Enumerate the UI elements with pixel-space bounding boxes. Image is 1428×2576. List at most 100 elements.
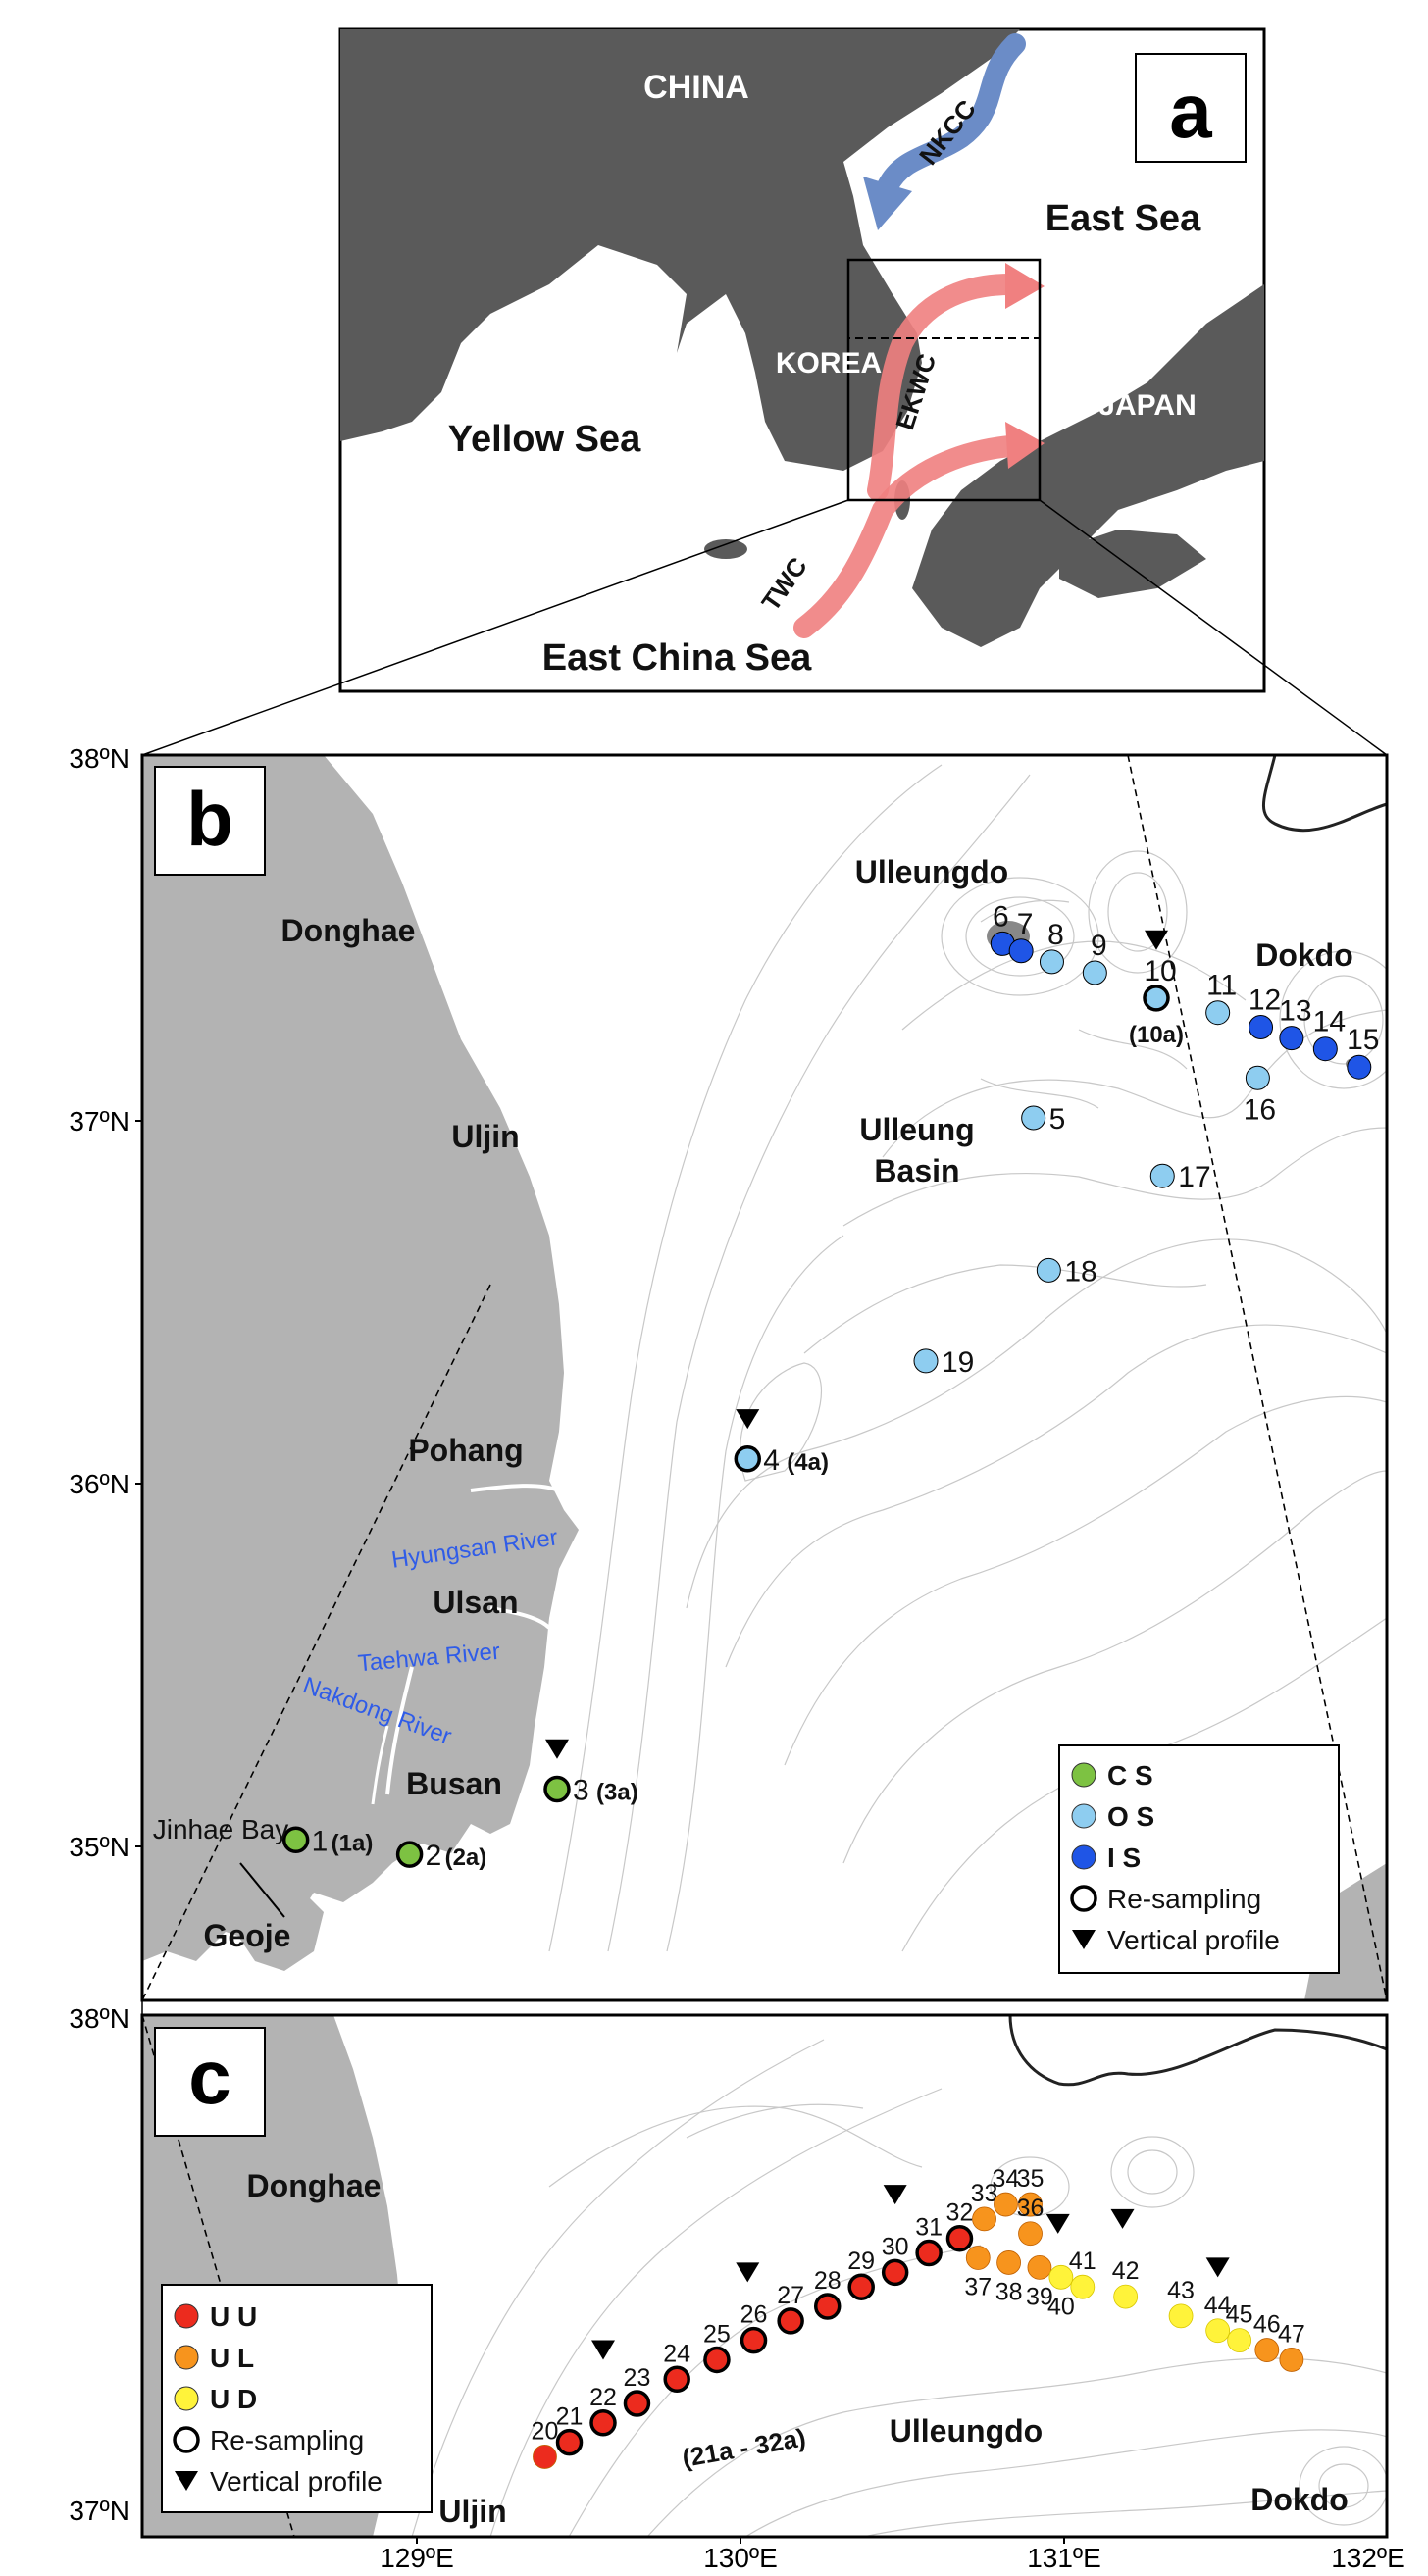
- panel-c-lon-132: 132ºE: [1331, 2543, 1405, 2573]
- station-label-43: 43: [1167, 2277, 1195, 2304]
- station-label-4: 4: [763, 1444, 780, 1477]
- resample-label-10: (10a): [1129, 1022, 1184, 1048]
- station-label-37: 37: [964, 2274, 992, 2301]
- panel-c-lon-130: 130ºE: [703, 2543, 778, 2573]
- station-marker-22: [589, 2409, 617, 2437]
- place-geoje: Geoje: [204, 1918, 291, 1953]
- panel-c-lat-37: 37ºN: [69, 2496, 129, 2526]
- legend-label-CS: C S: [1107, 1760, 1153, 1791]
- station-label-33: 33: [971, 2180, 998, 2207]
- station-label-23: 23: [624, 2364, 651, 2392]
- station-label-28: 28: [814, 2267, 842, 2295]
- station-label-11: 11: [1206, 970, 1237, 1002]
- station-label-27: 27: [777, 2282, 804, 2309]
- panel-a-land: [340, 29, 1264, 647]
- station-label-3: 3: [573, 1775, 589, 1807]
- vertical-profile-marker: [1110, 2208, 1135, 2229]
- panel-b-land-korea: [142, 755, 579, 1961]
- legend-symbol-UD: [174, 2386, 199, 2411]
- resample-label-1: (1a): [332, 1830, 374, 1856]
- place-uljin-c: Uljin: [438, 2494, 506, 2529]
- place-ulsan: Ulsan: [433, 1585, 518, 1620]
- legend-symbol-UL: [174, 2345, 199, 2370]
- legend-symbol-UU: [174, 2303, 199, 2329]
- station-label-46: 46: [1253, 2311, 1281, 2339]
- vertical-profile-marker: [1046, 2213, 1070, 2234]
- station-marker-33: [972, 2206, 996, 2232]
- panel-c-deep-contour: [1008, 2015, 1387, 2087]
- river-nakdong: [385, 1666, 414, 1795]
- panel-b-lat-37: 37ºN: [69, 1106, 129, 1136]
- station-label-20: 20: [532, 2417, 559, 2445]
- station-label-42: 42: [1112, 2257, 1140, 2285]
- legend-label-OS: O S: [1107, 1801, 1154, 1832]
- vertical-profile-marker: [1205, 2257, 1230, 2278]
- station-label-34: 34: [993, 2165, 1020, 2193]
- station-marker-19: [913, 1348, 939, 1374]
- station-marker-21: [555, 2428, 584, 2456]
- station-label-19: 19: [942, 1346, 974, 1379]
- station-marker-4: [734, 1445, 762, 1473]
- station-label-22: 22: [589, 2384, 617, 2411]
- station-marker-9: [1082, 960, 1107, 985]
- panel-c-tag: c: [188, 2034, 230, 2120]
- panel-b-tag: b: [186, 776, 233, 862]
- station-marker-1: [281, 1826, 310, 1854]
- study-area-box-dashed: [847, 259, 1041, 339]
- vertical-profile-marker: [591, 2340, 615, 2360]
- station-label-41: 41: [1069, 2248, 1096, 2275]
- label-yellow-sea: Yellow Sea: [448, 419, 641, 460]
- place-donghae-c: Donghae: [247, 2168, 382, 2203]
- panel-c-profiles: [591, 2185, 1230, 2360]
- panel-b-lat-36: 36ºN: [69, 1469, 129, 1499]
- resample-label-2: (2a): [445, 1844, 487, 1871]
- station-marker-40: [1048, 2264, 1074, 2290]
- place-basin-1: Ulleung: [859, 1112, 974, 1147]
- station-label-7: 7: [1017, 908, 1034, 940]
- station-marker-32: [945, 2224, 974, 2252]
- station-marker-28: [813, 2293, 842, 2320]
- station-marker-29: [847, 2273, 875, 2300]
- station-marker-30: [881, 2258, 909, 2287]
- panel-b-deep-contour: [1261, 755, 1387, 833]
- legend-symbol-OS: [1071, 1803, 1096, 1829]
- station-marker-15: [1347, 1054, 1372, 1080]
- station-label-25: 25: [703, 2320, 731, 2348]
- station-label-39: 39: [1026, 2283, 1053, 2310]
- station-marker-39: [1027, 2254, 1052, 2280]
- station-marker-14: [1312, 1036, 1338, 1062]
- station-label-15: 15: [1347, 1024, 1379, 1056]
- river-nakdong-2: [371, 1725, 389, 1805]
- vertical-profile-marker: [1145, 930, 1168, 950]
- station-label-16: 16: [1244, 1093, 1276, 1126]
- land-china-korea: [340, 29, 1020, 471]
- station-label-47: 47: [1278, 2320, 1305, 2348]
- place-ulleungdo-c: Ulleungdo: [890, 2413, 1043, 2449]
- station-label-8: 8: [1047, 919, 1064, 951]
- place-basin-2: Basin: [874, 1153, 959, 1188]
- station-label-26: 26: [740, 2301, 768, 2329]
- station-marker-41: [1070, 2274, 1096, 2299]
- legend-label-UL: U L: [210, 2343, 254, 2373]
- station-marker-8: [1039, 949, 1064, 975]
- station-marker-45: [1227, 2328, 1251, 2353]
- legend-label-profile: Vertical profile: [210, 2466, 382, 2497]
- station-marker-5: [1021, 1105, 1046, 1131]
- station-marker-24: [663, 2365, 690, 2393]
- resample-label-3: (3a): [596, 1780, 638, 1806]
- station-label-18: 18: [1064, 1255, 1096, 1288]
- vertical-profile-marker: [883, 2185, 907, 2205]
- station-marker-35: [1018, 2192, 1043, 2217]
- station-marker-38: [996, 2250, 1021, 2275]
- station-label-24: 24: [663, 2340, 690, 2367]
- station-marker-18: [1036, 1257, 1061, 1283]
- place-jinhae: Jinhae Bay: [153, 1814, 289, 1844]
- station-label-13: 13: [1279, 995, 1311, 1028]
- legend-label-profile: Vertical profile: [1107, 1925, 1280, 1955]
- station-label-21: 21: [556, 2403, 584, 2431]
